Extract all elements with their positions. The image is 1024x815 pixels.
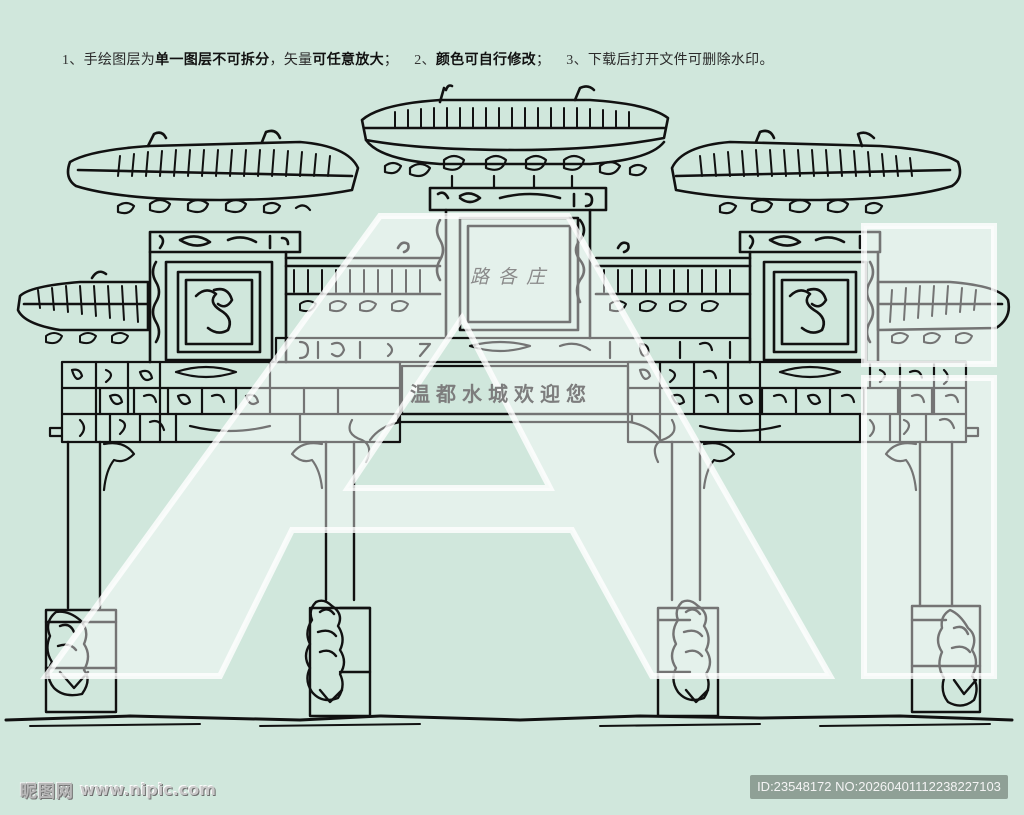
left-lintel-blocks	[48, 360, 402, 444]
center-roof	[360, 84, 670, 212]
right-connecting-roof	[594, 241, 752, 313]
center-gate-frame	[435, 208, 592, 340]
brand-name-cn: 昵图网	[20, 782, 74, 802]
right-upper-roof	[670, 129, 962, 254]
left-upper-roof	[66, 129, 360, 254]
instruction-1-bold2: 可任意放大	[312, 52, 384, 68]
instruction-2-end: ；	[535, 52, 551, 68]
brand-url: www.nipic.com	[80, 780, 216, 799]
instruction-3-number: 3、	[566, 53, 588, 68]
instruction-3-text: 下载后打开文件可删除水印。	[587, 52, 774, 68]
instruction-2-bold: 颜色可自行修改	[435, 52, 536, 68]
instruction-1-end: ；	[383, 52, 399, 68]
instruction-1-prefix: 手绘图层为	[83, 52, 156, 68]
left-outer-roof	[16, 270, 150, 345]
right-outer-roof	[876, 280, 1011, 345]
instruction-2-number: 2、	[414, 53, 436, 68]
ground-line	[4, 714, 1014, 727]
nipic-brand-watermark: 昵图网 www.nipic.com	[20, 777, 216, 802]
instruction-1-number: 1、	[62, 53, 84, 68]
plaque-top-text: 路各庄	[470, 266, 555, 288]
instructions-text: 1、手绘图层为单一图层不可拆分，矢量可任意放大；2、颜色可自行修改；3、下载后打…	[62, 49, 774, 69]
instruction-1-mid: ，矢量	[269, 52, 313, 68]
right-lintel-blocks	[626, 360, 980, 444]
image-id-badge: ID:23548172 NO:20260401112238227103	[750, 775, 1008, 799]
plaque-main-text: 温都水城欢迎您	[410, 382, 592, 406]
pillars	[66, 440, 954, 610]
instruction-1-bold: 单一图层不可拆分	[155, 52, 270, 68]
